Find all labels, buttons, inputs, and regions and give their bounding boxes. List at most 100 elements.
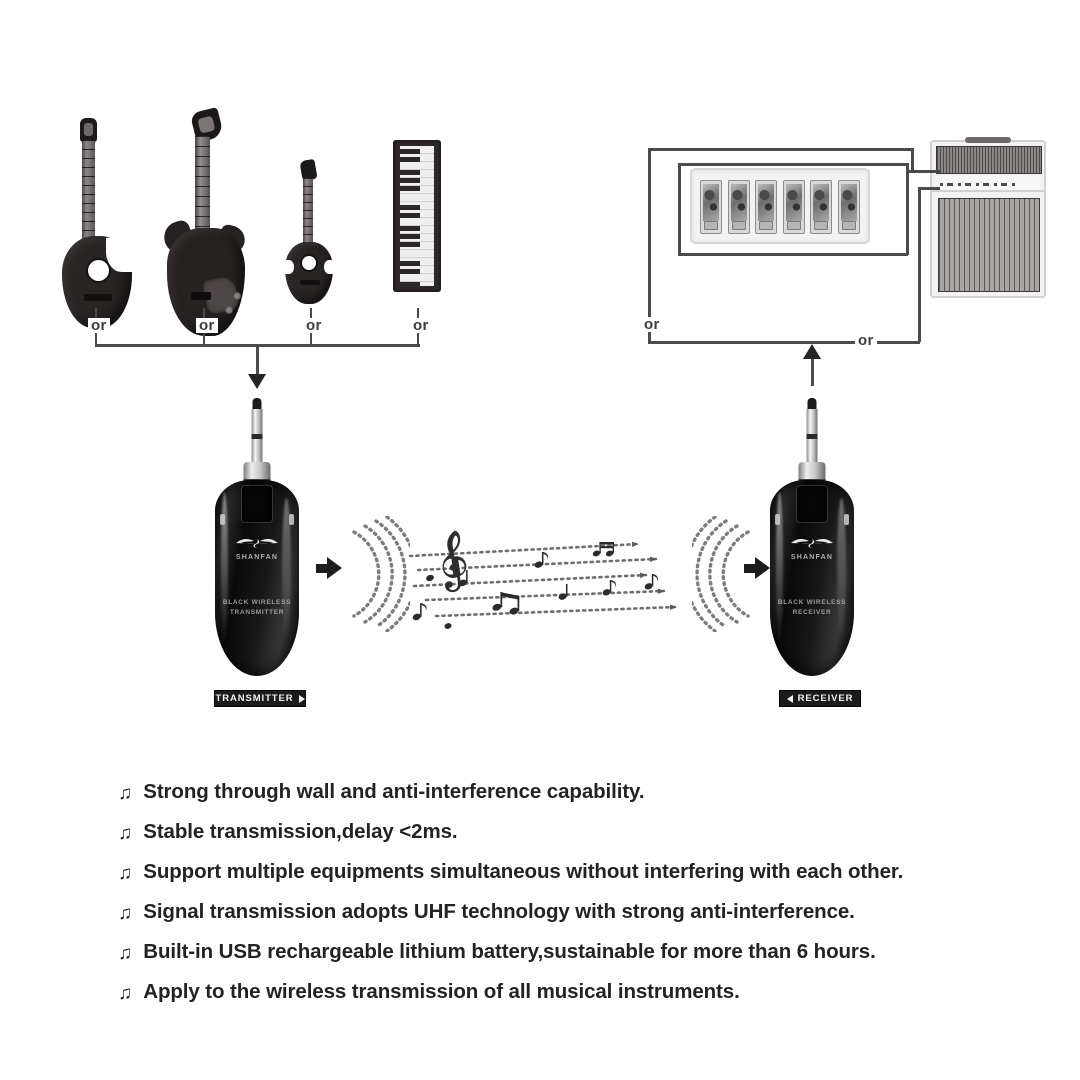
or-label-keyboard: or (410, 318, 432, 333)
music-note-icon: ♫ (118, 863, 133, 885)
amp-handle (965, 137, 1011, 143)
feature-text: Apply to the wireless transmission of al… (143, 980, 740, 1004)
music-note-icon: ♫ (118, 903, 133, 925)
jack-ring (806, 434, 818, 439)
keyboard-keys (400, 146, 434, 286)
effect-pedal (782, 180, 805, 234)
amp-control-panel (936, 176, 1040, 193)
receiver-caption: RECEIVER (779, 690, 861, 707)
wire-riser-from-receiver (811, 358, 814, 386)
effect-pedal (837, 180, 860, 234)
feature-item: ♫ Signal transmission adopts UHF technol… (118, 900, 1018, 925)
guitar-volume-knob (225, 306, 233, 314)
brand-logo-icon (789, 536, 835, 550)
wire-pedalboard-inner-left (678, 163, 681, 255)
ukulele-soundhole (302, 256, 316, 270)
guitar-cutaway (106, 238, 132, 272)
wire-pedalboard-inner-top (678, 163, 908, 166)
feature-item: ♫ Built-in USB rechargeable lithium batt… (118, 940, 1018, 965)
jack-ring (251, 434, 263, 439)
transmitter-caption: TRANSMITTER (214, 690, 306, 707)
wire-drop-to-transmitter (256, 344, 259, 376)
transmitter-arrow-icon (327, 557, 342, 579)
feature-text: Signal transmission adopts UHF technolog… (143, 900, 855, 924)
pedal-knob-icon (735, 180, 744, 181)
ukulele-image (284, 158, 334, 306)
caption-arrow-left-icon (786, 694, 793, 703)
amplifier-head-image (930, 137, 1046, 196)
keyboard-image (393, 140, 441, 292)
arrow-to-output (803, 344, 821, 359)
ukulele-waist-right (324, 260, 334, 274)
feature-item: ♫ Strong through wall and anti-interfere… (118, 780, 1018, 805)
music-note-icon: ♫ (118, 783, 133, 804)
receiver-arrow-icon (755, 557, 770, 579)
wire-stub-keyboard (417, 308, 419, 326)
wire-stub-acoustic (95, 308, 97, 326)
amplifier-cabinet-image (930, 190, 1046, 298)
jack-tip (807, 398, 817, 411)
wire-stub-electric-lower (203, 332, 205, 346)
wire-amp-in-lower (918, 187, 940, 190)
receiver-model-line-2: RECEIVER (792, 609, 832, 617)
or-label-ukulele: or (303, 318, 325, 333)
effect-pedal (810, 180, 833, 234)
receiver-rf-waves (692, 516, 754, 632)
wire-pedalboard-inner-bottom (678, 253, 908, 256)
transmitter-arrow-tail (316, 564, 328, 573)
connection-diagram: or or or or or or (0, 0, 1080, 760)
transmitter-model-text: BLACK WIRELESS TRANSMITTER (215, 598, 299, 618)
receiver-arrow-tail (744, 564, 756, 573)
arrow-to-transmitter (248, 374, 266, 389)
jack-tip (252, 398, 262, 411)
wire-stub-acoustic-lower (95, 332, 97, 346)
amp-speaker-cloth (938, 198, 1040, 292)
receiver-model-line-1: BLACK WIRELESS (777, 599, 847, 606)
effect-pedal (700, 180, 722, 234)
or-label-amplifier: or (855, 333, 877, 348)
wire-bus-outputs (648, 341, 920, 344)
wire-amp-in-upper (906, 170, 940, 173)
receiver-brand-text: SHANFAN (790, 554, 834, 561)
pedal-knob-icon (762, 180, 771, 181)
caption-arrow-right-icon (298, 694, 305, 703)
ukulele-waist-left (284, 260, 294, 274)
wire-amp-riser (918, 187, 921, 342)
transmitter-model-line-2: TRANSMITTER (229, 609, 285, 617)
receiver-caption-text: RECEIVER (797, 693, 854, 704)
music-note-icon: ♫ (118, 983, 133, 1005)
receiver-device: SHANFAN BLACK WIRELESS RECEIVER (762, 398, 862, 698)
wire-stub-ukulele (310, 308, 312, 326)
or-label-electric: or (196, 318, 218, 333)
guitar-bridge (84, 294, 112, 301)
acoustic-guitar-image (62, 118, 132, 330)
wire-pedalboard-right-drop (911, 148, 914, 170)
wire-stub-electric (203, 308, 205, 326)
transmitter-caption-text: TRANSMITTER (215, 693, 294, 704)
guitar-soundhole (88, 260, 109, 281)
guitar-tone-knob (233, 292, 241, 300)
feature-item: ♫ Apply to the wireless transmission of … (118, 980, 1018, 1005)
transmitter-model-line-1: BLACK WIRELESS (222, 599, 292, 606)
music-signal-staff (408, 508, 693, 644)
transmitter-rf-waves (348, 516, 410, 632)
feature-text: Stable transmission,delay <2ms. (143, 820, 458, 844)
effect-pedal (755, 180, 778, 234)
transmitter-shell: SHANFAN BLACK WIRELESS TRANSMITTER (215, 480, 299, 676)
receiver-led-left (775, 514, 780, 525)
pedal-knob-icon (790, 180, 799, 181)
transmitter-socket (242, 486, 272, 522)
music-note-icon: ♫ (118, 823, 133, 845)
ukulele-body (285, 242, 333, 304)
electric-guitar-image (160, 107, 249, 338)
wire-pedalboard-inner-right (906, 163, 909, 255)
receiver-model-text: BLACK WIRELESS RECEIVER (770, 598, 854, 618)
transmitter-brand-text: SHANFAN (235, 554, 279, 561)
pedal-knob-icon (845, 180, 854, 181)
pedal-knob-icon (817, 180, 826, 181)
wire-stub-ukulele-lower (310, 332, 312, 346)
transmitter-led-left (220, 514, 225, 525)
feature-item: ♫ Stable transmission,delay <2ms. (118, 820, 1018, 845)
wire-pedalboard-left-riser (648, 148, 651, 344)
music-note-icon: ♫ (118, 943, 133, 965)
